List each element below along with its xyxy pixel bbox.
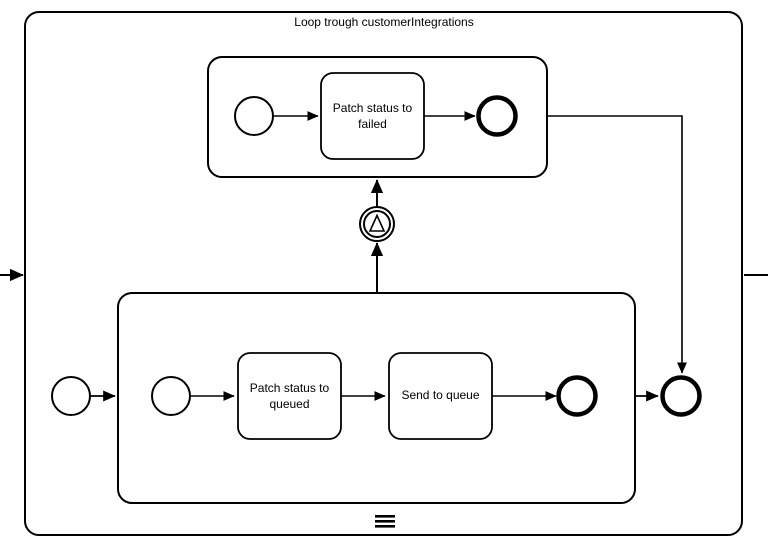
escalation-triangle-icon [368, 213, 386, 232]
sequential-multi-instance-icon [375, 515, 395, 528]
task-patch-failed-label-line2: failed [358, 117, 387, 131]
task-patch-queued-label-line1: Patch status to [250, 381, 330, 395]
outer-subprocess-title: Loop trough customerIntegrations [294, 15, 473, 29]
outer-start-event[interactable] [51, 376, 91, 416]
task-patch-status-to-queued[interactable] [237, 352, 342, 440]
task-patch-status-to-failed[interactable] [320, 72, 425, 160]
task-send-to-queue-label: Send to queue [401, 388, 479, 402]
flow-upper-subprocess-to-outer-end [547, 115, 687, 374]
task-patch-queued-label-line2: queued [269, 397, 309, 411]
escalation-event[interactable] [359, 206, 395, 242]
outer-end-event[interactable] [660, 375, 702, 417]
upper-end-event[interactable] [476, 95, 518, 137]
lower-start-event[interactable] [151, 376, 191, 416]
upper-start-event[interactable] [234, 96, 274, 136]
task-patch-failed-label-line1: Patch status to [333, 101, 413, 115]
lower-end-event[interactable] [556, 375, 598, 417]
